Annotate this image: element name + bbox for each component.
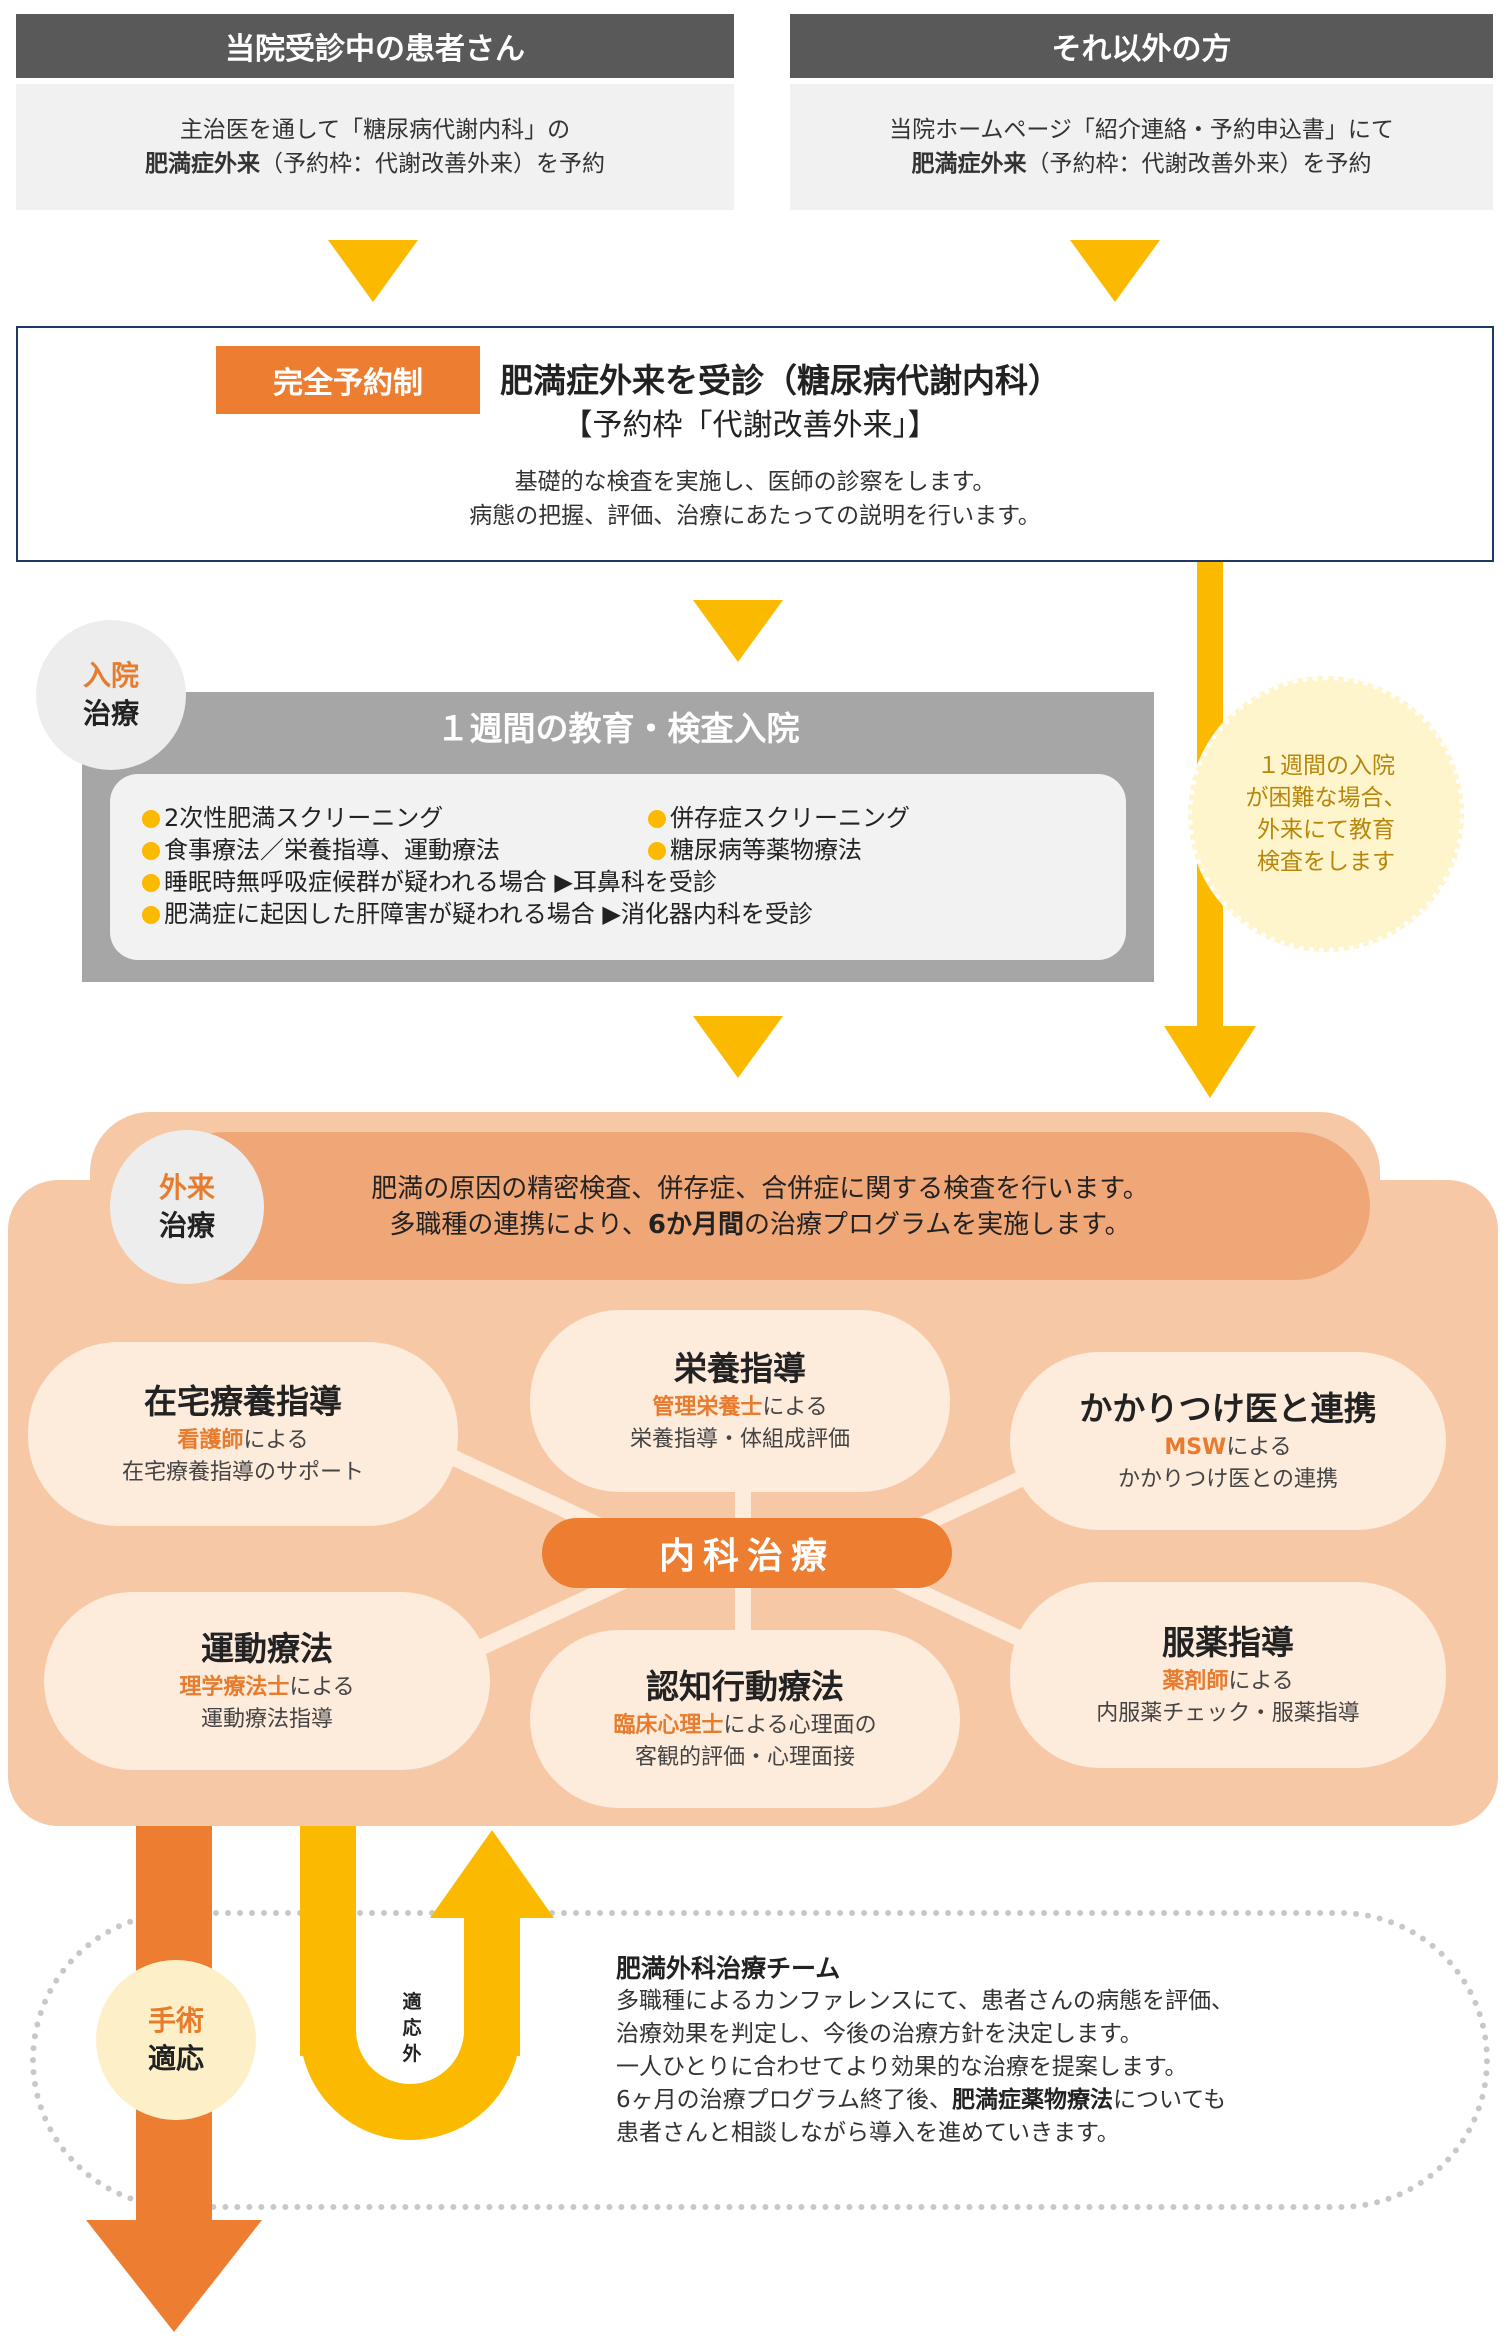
node-medication: 服薬指導 薬剤師による 内服薬チェック・服薬指導 <box>1010 1582 1446 1768</box>
bullet-dot-icon <box>648 842 666 860</box>
node-nutrition-desc: 栄養指導・体組成評価 <box>629 1427 850 1452</box>
outpatient-treatment-banner <box>150 1132 1370 1280</box>
reservation-badge: 完全予約制 <box>216 346 480 414</box>
bullet-dot-icon <box>142 842 160 860</box>
reservation-badge-text: 完全予約制 <box>273 366 423 401</box>
current-patients-line2: 肥満症外来（予約枠：代謝改善外来）を予約 <box>145 151 605 177</box>
u-turn-arrow-head <box>430 1830 554 1918</box>
node-medication-role: 薬剤師による <box>1162 1669 1294 1694</box>
inpatient-circle-line2: 治療 <box>82 697 139 730</box>
header-current-patients-text: 当院受診中の患者さん <box>225 32 525 67</box>
node-exercise-role: 理学療法士による <box>179 1675 355 1700</box>
node-medication-title: 服薬指導 <box>1162 1623 1294 1662</box>
inpatient-circle: 入院 治療 <box>36 620 186 770</box>
arrow-down-center-2 <box>693 1016 783 1078</box>
team-line4: 6ヶ月の治療プログラム終了後、肥満症薬物療法についても <box>616 2087 1227 2113</box>
side-note-line4: 検査をします <box>1257 849 1395 875</box>
inpatient-list-panel <box>110 774 1126 960</box>
bullet-dot-icon <box>142 810 160 828</box>
node-exercise-desc: 運動療法指導 <box>200 1707 333 1732</box>
outpatient-circle: 外来 治療 <box>110 1130 264 1284</box>
outpatient-visit-subtitle: 【予約枠「代謝改善外来」】 <box>562 408 938 443</box>
surgery-circle-line1: 手術 <box>147 2004 204 2037</box>
node-nutrition-role: 管理栄養士による <box>652 1395 828 1420</box>
outpatient-treatment-desc2: 多職種の連携により、6か月間の治療プログラムを実施します。 <box>389 1210 1131 1240</box>
team-title: 肥満外科治療チーム <box>616 1954 841 1983</box>
side-note-line3: 外来にて教育 <box>1257 817 1395 843</box>
node-cbt-desc: 客観的評価・心理面接 <box>634 1745 855 1770</box>
node-gp-role: MSWによる <box>1164 1435 1292 1460</box>
node-nutrition: 栄養指導 管理栄養士による 栄養指導・体組成評価 <box>530 1310 950 1492</box>
team-line3: 一人ひとりに合わせてより効果的な治療を提案します。 <box>616 2054 1188 2080</box>
surgery-circle: 手術 適応 <box>96 1960 256 2120</box>
not-indicated-char-3: 外 <box>402 2043 422 2065</box>
outpatient-visit-title: 肥満症外来を受診（糖尿病代謝内科） <box>500 361 1061 400</box>
node-cbt-title: 認知行動療法 <box>646 1667 844 1706</box>
node-home-care: 在宅療養指導 看護師による 在宅療養指導のサポート <box>28 1342 458 1526</box>
inpatient-circle-line1: 入院 <box>82 659 139 692</box>
current-patients-line1: 主治医を通して「糖尿病代謝内科」の <box>179 117 571 143</box>
bullet-dot-icon <box>142 874 160 892</box>
arrow-down-right-1 <box>1070 240 1160 302</box>
others-line2: 肥満症外来（予約枠：代謝改善外来）を予約 <box>911 151 1372 177</box>
header-others: それ以外の方 <box>790 14 1493 78</box>
team-dotted-box <box>30 1910 1490 2210</box>
arrow-down-center-1 <box>693 600 783 662</box>
current-patients-box: 主治医を通して「糖尿病代謝内科」の 肥満症外来（予約枠：代謝改善外来）を予約 <box>16 84 734 210</box>
surgery-circle-line2: 適応 <box>147 2042 204 2075</box>
team-line2: 治療効果を判定し、今後の治療方針を決定します。 <box>616 2021 1143 2047</box>
not-indicated-char-1: 適 <box>402 1991 422 2013</box>
inpatient-item-5: 睡眠時無呼吸症候群が疑われる場合 ▶耳鼻科を受診 <box>142 862 717 897</box>
inpatient-item-2: 併存症スクリーニング <box>648 798 910 833</box>
node-home-care-title: 在宅療養指導 <box>144 1382 342 1421</box>
node-nutrition-title: 栄養指導 <box>674 1349 806 1388</box>
header-others-text: それ以外の方 <box>1051 32 1232 67</box>
node-cbt-role: 臨床心理士による心理面の <box>613 1713 877 1738</box>
node-gp: かかりつけ医と連携 MSWによる かかりつけ医との連携 <box>1010 1352 1446 1530</box>
internal-medicine-center-text: 内科治療 <box>658 1536 835 1577</box>
bullet-dot-icon <box>648 810 666 828</box>
inpatient-item-3: 食事療法／栄養指導、運動療法 <box>142 830 500 865</box>
others-line1: 当院ホームページ「紹介連絡・予約申込書」にて <box>889 117 1394 143</box>
outpatient-circle-line1: 外来 <box>158 1171 215 1204</box>
not-indicated-circle: 適 応 外 <box>360 1976 464 2080</box>
arrow-down-left-1 <box>328 240 418 302</box>
outpatient-visit-desc2: 病態の把握、評価、治療にあたっての説明を行います。 <box>469 503 1041 529</box>
node-gp-title: かかりつけ医と連携 <box>1079 1389 1377 1428</box>
node-cbt: 認知行動療法 臨床心理士による心理面の 客観的評価・心理面接 <box>530 1630 960 1808</box>
side-note-line1: １週間の入院 <box>1257 753 1395 779</box>
node-exercise-title: 運動療法 <box>201 1629 333 1668</box>
node-medication-desc: 内服薬チェック・服薬指導 <box>1096 1701 1360 1726</box>
internal-medicine-center: 内科治療 <box>542 1518 952 1588</box>
team-line5: 患者さんと相談しながら導入を進めていきます。 <box>616 2120 1120 2146</box>
side-note-circle: １週間の入院 が困難な場合、 外来にて教育 検査をします <box>1188 676 1464 952</box>
team-line1: 多職種によるカンファレンスにて、患者さんの病態を評価、 <box>616 1988 1235 2014</box>
vertical-arrow-head <box>1164 1026 1256 1098</box>
outpatient-treatment-desc1: 肥満の原因の精密検査、併存症、合併症に関する検査を行います。 <box>371 1174 1149 1204</box>
node-home-care-desc: 在宅療養指導のサポート <box>121 1460 364 1485</box>
others-box: 当院ホームページ「紹介連絡・予約申込書」にて 肥満症外来（予約枠：代謝改善外来）… <box>790 84 1493 210</box>
side-note-line2: が困難な場合、 <box>1245 785 1407 811</box>
header-current-patients: 当院受診中の患者さん <box>16 14 734 78</box>
outpatient-circle-line2: 治療 <box>158 1209 215 1242</box>
node-home-care-role: 看護師による <box>177 1428 309 1453</box>
inpatient-item-1: 2次性肥満スクリーニング <box>142 798 443 833</box>
node-exercise: 運動療法 理学療法士による 運動療法指導 <box>44 1592 490 1770</box>
not-indicated-char-2: 応 <box>402 2017 422 2039</box>
surgery-arrow-head <box>86 2220 262 2332</box>
team-text-block: 肥満外科治療チーム 多職種によるカンファレンスにて、患者さんの病態を評価、 治療… <box>616 1952 1476 2150</box>
outpatient-visit-desc1: 基礎的な検査を実施し、医師の診察をします。 <box>514 469 996 495</box>
inpatient-item-4: 糖尿病等薬物療法 <box>648 830 862 865</box>
inpatient-item-6: 肥満症に起因した肝障害が疑われる場合 ▶消化器内科を受診 <box>142 894 813 929</box>
inpatient-title: １週間の教育・検査入院 <box>436 709 800 748</box>
bullet-dot-icon <box>142 906 160 924</box>
node-gp-desc: かかりつけ医との連携 <box>1117 1467 1338 1492</box>
